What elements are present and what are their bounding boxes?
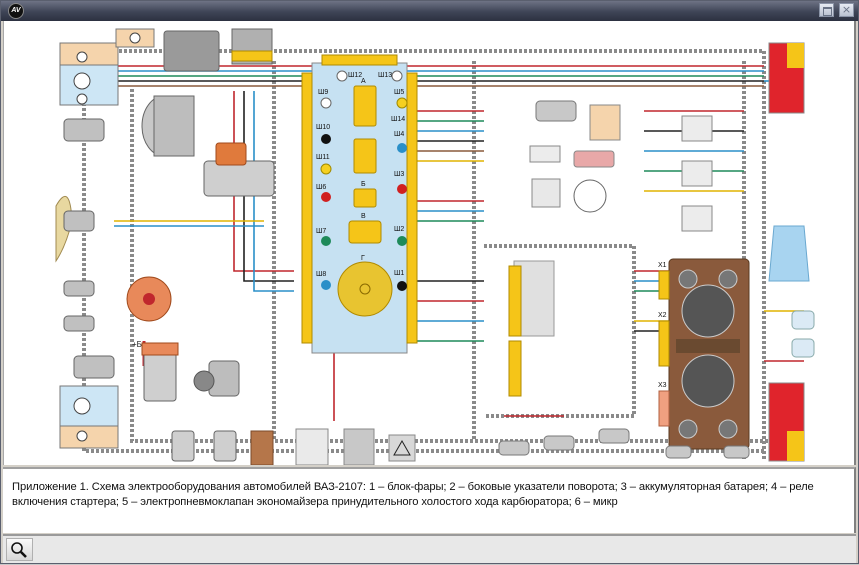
svg-text:Ш5: Ш5 xyxy=(394,89,404,96)
svg-text:Ш3: Ш3 xyxy=(394,171,404,178)
caption-panel: Приложение 1. Схема электрооборудования … xyxy=(3,467,856,533)
heater-switch xyxy=(531,178,561,208)
headlamp-upper xyxy=(59,42,119,106)
plate-lamp-2 xyxy=(791,338,815,358)
ignition-distributor xyxy=(126,276,172,322)
bulb-48 xyxy=(498,440,530,456)
starter-motor xyxy=(203,142,275,197)
clock xyxy=(573,179,607,213)
bulb-33 xyxy=(543,435,575,451)
svg-text:X3: X3 xyxy=(658,382,667,389)
zoom-button[interactable] xyxy=(6,538,33,561)
headlamp-lower xyxy=(59,385,119,449)
close-button[interactable]: × xyxy=(839,3,854,17)
horn-upper xyxy=(63,280,95,297)
wiper-motor xyxy=(193,360,240,397)
svg-text:Б: Б xyxy=(361,181,366,188)
diagram-caption: Приложение 1. Схема электрооборудования … xyxy=(12,481,814,508)
battery xyxy=(163,30,220,72)
washer-pump xyxy=(73,355,115,379)
svg-text:Ш2: Ш2 xyxy=(394,226,404,233)
wiring-diagram[interactable]: +Б xyxy=(3,21,856,465)
warning-lamps xyxy=(589,104,621,141)
ignition-switch xyxy=(295,428,329,465)
connector-25 xyxy=(250,430,274,465)
app-logo-icon: AV xyxy=(8,3,24,19)
hazard-switch xyxy=(388,434,416,462)
svg-text:+Б: +Б xyxy=(132,340,142,349)
heater-resistor xyxy=(529,145,561,163)
svg-text:Ш14: Ш14 xyxy=(391,116,405,123)
relay-35 xyxy=(343,428,375,465)
bulb-34 xyxy=(598,428,630,444)
sensor-left-1 xyxy=(63,118,105,142)
sensor-bottom-1 xyxy=(171,430,195,462)
instrument-cluster: X1 X2 X3 xyxy=(658,258,750,450)
alternator xyxy=(141,95,195,157)
cigarette-lighter xyxy=(573,150,615,168)
switch-block-right xyxy=(681,115,713,142)
wiring-diagram-canvas: +Б xyxy=(4,21,854,465)
svg-text:Ш7: Ш7 xyxy=(316,228,326,235)
svg-text:А: А xyxy=(361,78,366,85)
svg-text:Ш9: Ш9 xyxy=(318,89,328,96)
svg-text:Ш8: Ш8 xyxy=(316,271,326,278)
svg-text:Г: Г xyxy=(361,255,365,262)
rear-window-heater xyxy=(768,225,810,282)
maximize-icon xyxy=(823,7,832,16)
svg-text:Ш13: Ш13 xyxy=(378,72,392,79)
fuse-block xyxy=(301,54,418,354)
maximize-button[interactable] xyxy=(819,3,834,17)
magnifier-icon xyxy=(11,542,27,558)
heater-motor xyxy=(535,100,577,122)
svg-text:Ш10: Ш10 xyxy=(316,124,330,131)
svg-text:Ш4: Ш4 xyxy=(394,131,404,138)
horn-lower xyxy=(63,315,95,332)
svg-text:Ш11: Ш11 xyxy=(316,154,330,161)
svg-text:Ш6: Ш6 xyxy=(316,184,326,191)
fuse-block-labels: Ш12 Ш13 Ш9 Ш5 Ш14 Ш10 Ш4 Ш11 Ш3 Ш6 Ш2 Ш7… xyxy=(316,72,405,278)
bulb-31 xyxy=(723,445,750,459)
sensor-bottom-2 xyxy=(213,430,237,462)
bulb-32 xyxy=(665,445,692,459)
svg-text:В: В xyxy=(361,213,366,220)
svg-text:Ш1: Ш1 xyxy=(394,270,404,277)
svg-text:X2: X2 xyxy=(658,312,667,319)
svg-text:Ш12: Ш12 xyxy=(348,72,362,79)
bottom-toolbar xyxy=(3,534,856,563)
plate-lamp-1 xyxy=(791,310,815,330)
title-bar[interactable]: AV × xyxy=(1,1,858,21)
svg-text:X1: X1 xyxy=(658,262,667,269)
close-icon: × xyxy=(841,3,852,16)
ignition-coil: +Б xyxy=(132,340,179,402)
